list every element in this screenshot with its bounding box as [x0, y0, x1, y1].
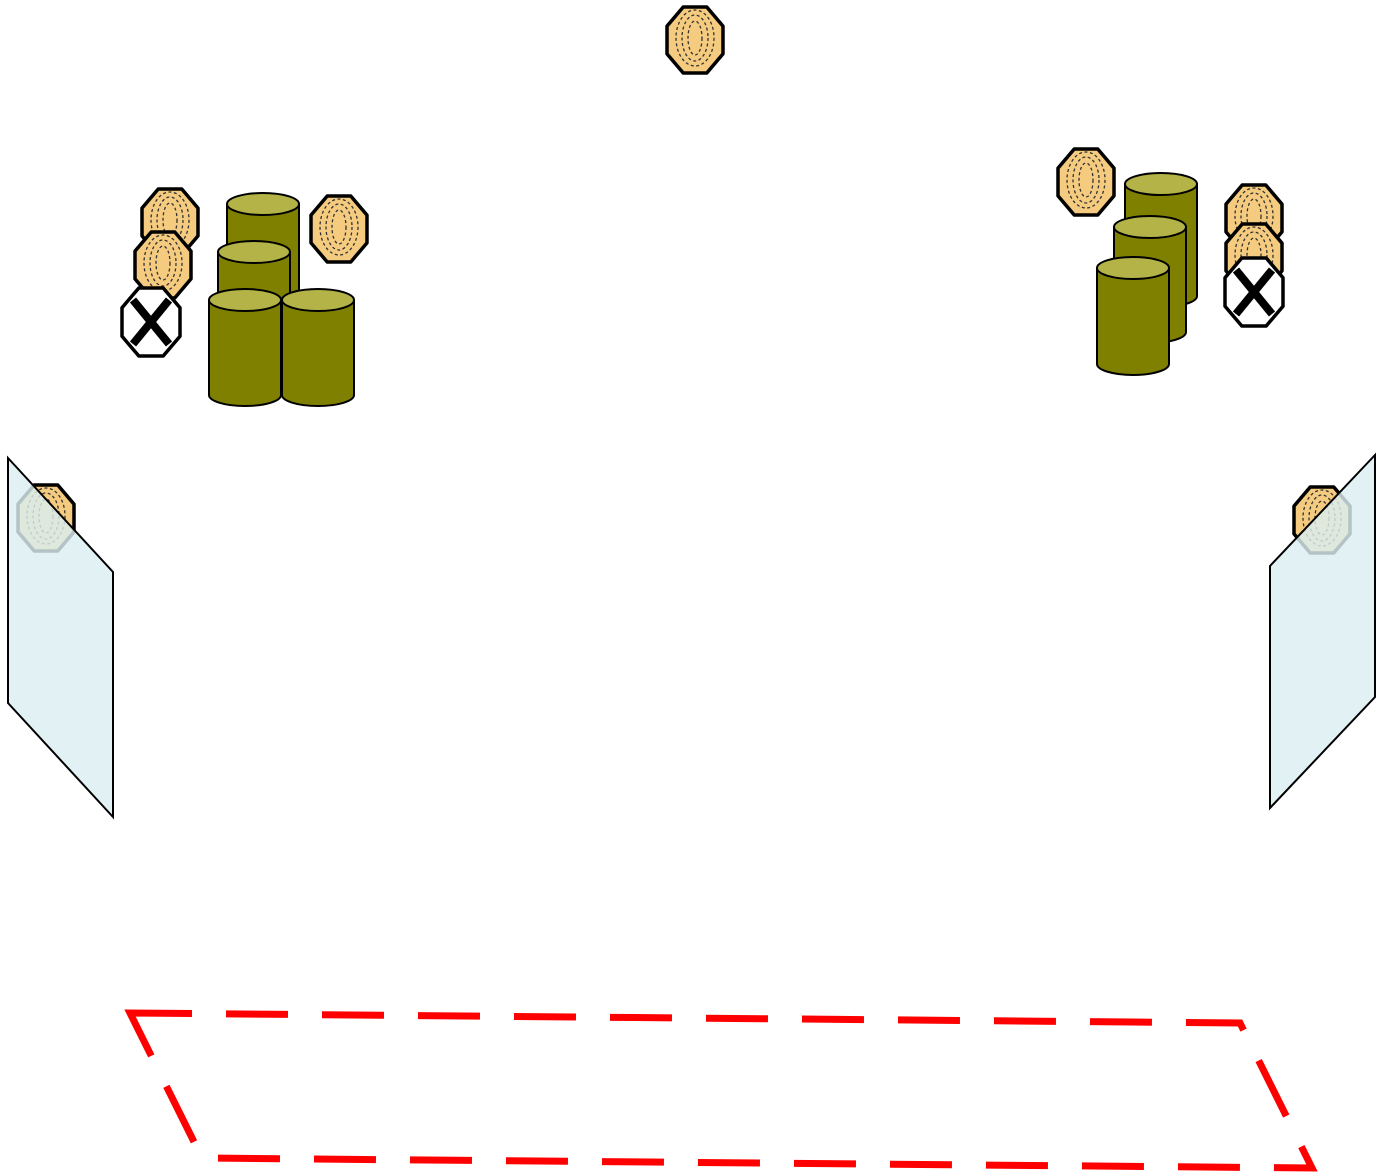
dashed-zone-icon — [130, 1013, 1312, 1168]
left-cluster — [122, 189, 367, 406]
hooded-figure-icon — [311, 196, 367, 262]
panels-layer — [8, 455, 1375, 817]
barrel-icon — [1097, 257, 1169, 375]
right-cluster — [1058, 149, 1283, 375]
barrel-icon — [209, 289, 281, 406]
hooded-figure-icon — [667, 7, 723, 73]
hooded-figure-icon — [1058, 149, 1114, 215]
bottom-zone — [130, 1013, 1312, 1168]
top-figure-group — [667, 7, 723, 73]
crossed-octagon-icon — [122, 288, 180, 356]
right-panel — [1270, 455, 1375, 808]
barrel-icon — [282, 289, 354, 406]
left-panel — [8, 458, 113, 817]
crossed-octagon-icon — [1225, 258, 1283, 326]
